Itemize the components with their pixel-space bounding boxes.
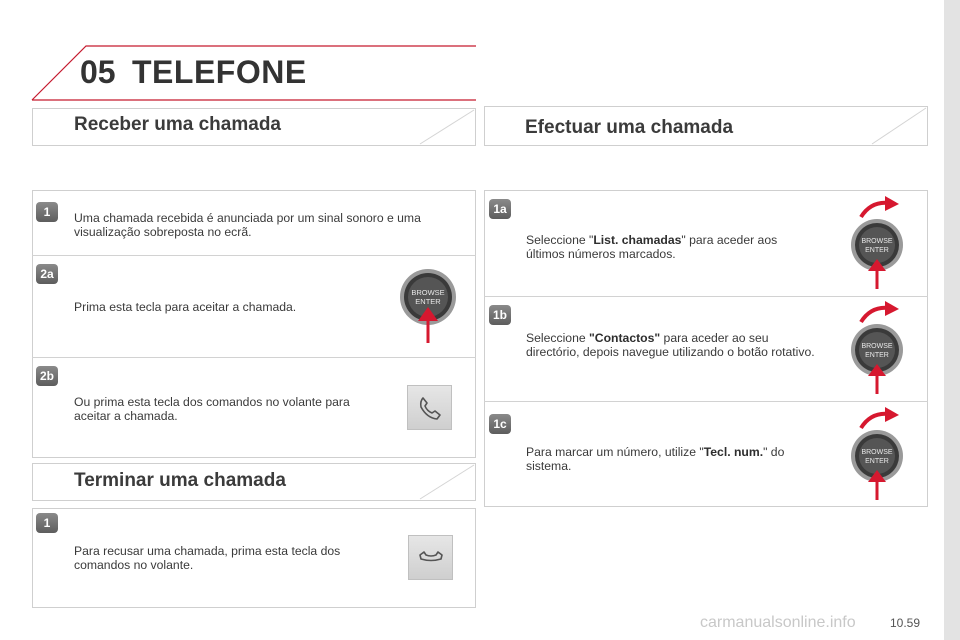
end-steps-panel <box>32 508 476 608</box>
step-text-part: Seleccione " <box>526 233 594 247</box>
knob-label: BROWSE <box>861 343 892 350</box>
step-divider <box>484 401 928 402</box>
end-title-corner <box>419 464 475 500</box>
step-text-part: Para marcar um número, utilize " <box>526 445 704 459</box>
step-text-part: Seleccione <box>526 331 590 345</box>
receive-title-corner <box>419 109 475 145</box>
end-section-title: Terminar uma chamada <box>74 470 286 491</box>
step-text: Prima esta tecla para aceitar a chamada. <box>74 300 297 314</box>
step-badge: 1 <box>36 513 58 533</box>
browse-enter-knob-rotate: BROWSE ENTER <box>851 301 903 394</box>
knob-label: ENTER <box>865 458 889 465</box>
step-text: Seleccione "List. chamadas" para aceder … <box>526 233 816 261</box>
chapter-title: TELEFONE <box>132 54 307 90</box>
browse-enter-knob-rotate: BROWSE ENTER <box>851 407 903 500</box>
step-badge: 1b <box>489 305 511 325</box>
steering-accept-call-key <box>407 385 452 430</box>
menu-option-name: "Contactos" <box>589 331 661 345</box>
step-badge: 2b <box>36 366 58 386</box>
make-title-bar <box>484 106 928 146</box>
step-divider <box>32 357 476 358</box>
chapter-header-frame <box>31 45 476 101</box>
browse-enter-knob-rotate: BROWSE ENTER <box>851 196 903 289</box>
browse-enter-knob: BROWSE ENTER <box>400 269 456 343</box>
receive-steps-panel <box>32 190 476 458</box>
menu-option-name: List. chamadas <box>593 233 682 247</box>
make-title-corner <box>871 107 927 145</box>
page-edge-strip <box>944 0 960 640</box>
steering-hangup-key <box>408 535 453 580</box>
step-text-part: para aceder ao seu directório, depois na… <box>526 331 815 359</box>
knob-label: BROWSE <box>861 238 892 245</box>
step-text: Uma chamada recebida é anunciada por um … <box>74 211 421 239</box>
watermark: carmanualsonline.info <box>700 614 856 631</box>
step-badge: 2a <box>36 264 58 284</box>
make-section-title: Efectuar uma chamada <box>525 117 734 138</box>
phone-handset-icon <box>419 396 441 420</box>
knob-label: BROWSE <box>861 449 892 456</box>
step-text: Ou prima esta tecla dos comandos no vola… <box>74 395 350 423</box>
chapter-number: 05 <box>80 54 116 90</box>
step-badge: 1c <box>489 414 511 434</box>
step-text-part: " do sistema. <box>526 445 785 473</box>
step-text-part: " para aceder aos últimos números marcad… <box>526 233 778 261</box>
step-badge: 1 <box>36 202 58 222</box>
knob-label: ENTER <box>865 352 889 359</box>
step-divider <box>32 255 476 256</box>
menu-option-name: Tecl. num. <box>703 445 764 459</box>
step-text: Para recusar uma chamada, prima esta tec… <box>74 544 341 572</box>
hangup-handset-icon <box>418 550 443 561</box>
step-text: Seleccione "Contactos" para aceder ao se… <box>526 331 816 359</box>
knob-label: BROWSE <box>411 288 444 297</box>
knob-label: ENTER <box>415 297 441 306</box>
knob-label: ENTER <box>865 247 889 254</box>
receive-section-title: Receber uma chamada <box>74 114 281 135</box>
step-text: Para marcar um número, utilize "Tecl. nu… <box>526 445 816 473</box>
step-divider <box>484 296 928 297</box>
page-number: 10.59 <box>890 616 921 630</box>
end-title-bar <box>32 463 476 501</box>
step-badge: 1a <box>489 199 511 219</box>
receive-title-bar <box>32 108 476 146</box>
